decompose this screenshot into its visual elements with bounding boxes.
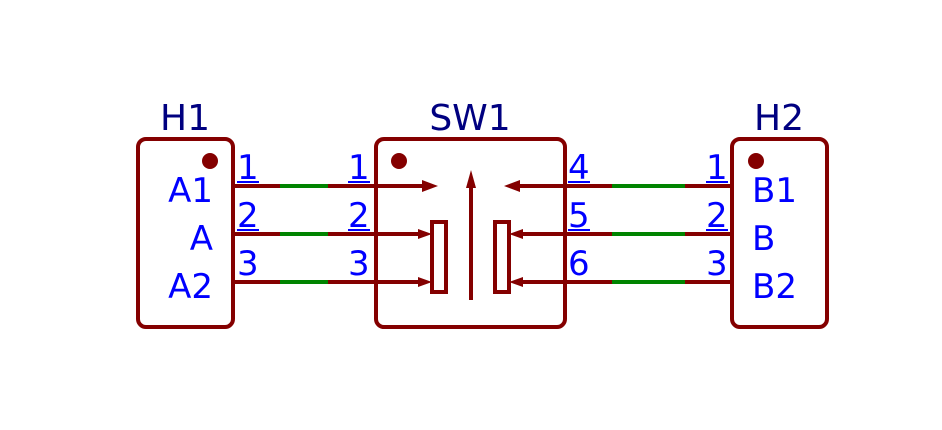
sw1-pin-number-3: 3 — [348, 244, 370, 284]
sw1-pin1-marker — [391, 153, 407, 169]
sw1-input-4-arrow-icon — [504, 180, 520, 192]
h2-pin1-marker — [748, 153, 764, 169]
sw1-pin-number-1: 1 — [348, 148, 370, 188]
sw1-input-6-arrow-icon — [509, 277, 523, 287]
connector-h1[interactable]: H1 A1 A A2 1 2 3 — [136, 98, 280, 329]
h1-pin-number-2: 2 — [237, 196, 259, 236]
h2-pin-number-3: 3 — [706, 244, 728, 284]
h2-pin-number-1: 1 — [706, 148, 728, 188]
sw1-input-3-arrow-icon — [418, 277, 432, 287]
connector-h2[interactable]: H2 1 2 3 B1 B B2 — [685, 98, 829, 329]
sw1-input-2-arrow-icon — [418, 229, 432, 239]
sw1-input-5-arrow-icon — [509, 229, 523, 239]
sw1-right-contact-bar — [493, 220, 511, 294]
sw1-actuator-tip-icon — [466, 170, 476, 188]
h1-pin-name-a: A — [190, 219, 213, 259]
h2-reference-label: H2 — [754, 98, 804, 139]
h2-pin-number-2: 2 — [706, 196, 728, 236]
sw1-pin-number-4: 4 — [568, 148, 590, 188]
sw1-reference-label: SW1 — [429, 98, 510, 139]
h2-pin-name-b: B — [752, 219, 775, 259]
sw1-pin-number-2: 2 — [348, 196, 370, 236]
sw1-left-contact-bar — [430, 220, 448, 294]
sw1-pin-number-5: 5 — [568, 196, 590, 236]
sw1-input-1-arrow-icon — [422, 180, 438, 192]
h1-reference-label: H1 — [160, 98, 210, 139]
h2-pin-name-b1: B1 — [752, 171, 797, 211]
h1-pin-name-a2: A2 — [168, 267, 213, 307]
sw1-pin-number-6: 6 — [568, 244, 590, 284]
switch-sw1[interactable]: SW1 1 2 3 4 5 6 — [328, 98, 612, 329]
h1-pin-number-1: 1 — [237, 148, 259, 188]
h1-pin-name-a1: A1 — [168, 171, 213, 211]
h2-pin-name-b2: B2 — [752, 267, 797, 307]
h1-pin-number-3: 3 — [237, 244, 259, 284]
h1-pin1-marker — [202, 153, 218, 169]
